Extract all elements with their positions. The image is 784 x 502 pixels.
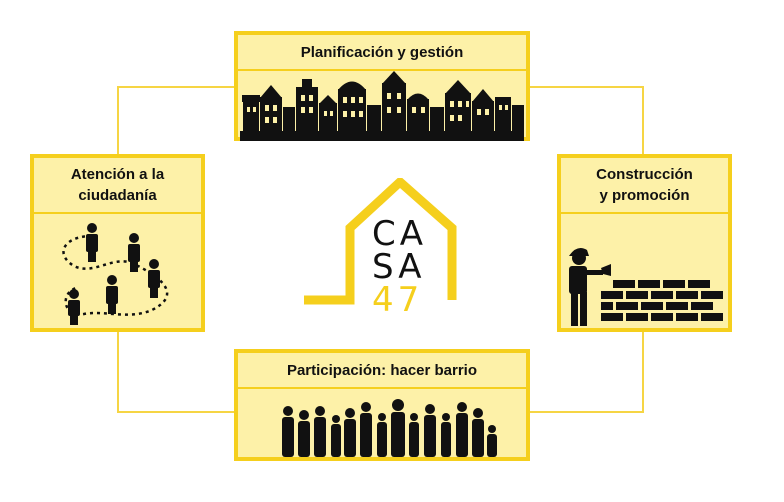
box-construccion: Construcción y promoción xyxy=(557,154,732,332)
bricklayer-icon xyxy=(561,214,728,328)
box-planificacion: Planificación y gestión xyxy=(234,31,530,141)
box-planificacion-title: Planificación y gestión xyxy=(238,35,526,71)
box-participacion: Participación: hacer barrio xyxy=(234,349,530,461)
crowd-icon xyxy=(238,389,526,457)
cityscape-graphic xyxy=(240,71,524,141)
logo-line-2: SA xyxy=(372,247,426,287)
house-outline-icon xyxy=(304,178,457,305)
box-atencion: Atención a la ciudadanía xyxy=(30,154,205,332)
people-network-icon xyxy=(34,214,201,328)
casa47-logo: CA SA 47 xyxy=(300,178,465,317)
crowd-graphic xyxy=(282,399,497,457)
cityscape-icon xyxy=(238,71,526,141)
people-network-graphic xyxy=(62,223,169,325)
box-participacion-title: Participación: hacer barrio xyxy=(238,353,526,389)
logo-text: CA SA 47 xyxy=(372,214,432,320)
logo-line-3: 47 xyxy=(372,280,424,320)
box-atencion-title: Atención a la ciudadanía xyxy=(34,158,201,214)
box-construccion-title: Construcción y promoción xyxy=(561,158,728,214)
logo-line-1: CA xyxy=(372,214,427,254)
bricklayer-graphic xyxy=(569,248,723,326)
